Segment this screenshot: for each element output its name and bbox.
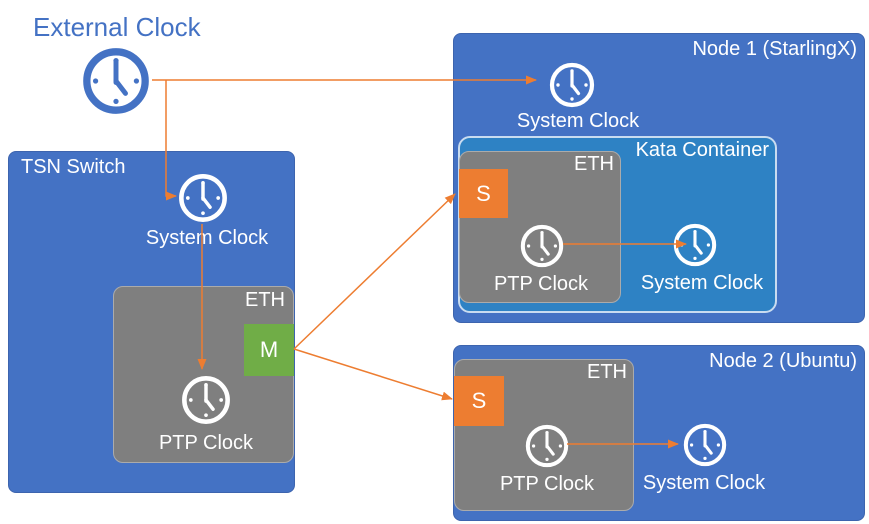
node1-slave-port-badge-letter: S — [476, 180, 491, 206]
external-clock-icon — [83, 48, 149, 114]
kata-container-title: Kata Container — [635, 139, 769, 161]
node1-ptp-clock-label: PTP Clock — [493, 273, 589, 295]
tsn-ptp-clock-icon — [182, 376, 230, 424]
kata-system-clock-icon — [673, 223, 717, 267]
node2-box: Node 2 (Ubuntu) ETH S PTP Clock — [453, 345, 865, 521]
node2-system-clock-label: System Clock — [642, 472, 766, 494]
node1-system-clock-icon — [549, 62, 595, 108]
node1-eth-label: ETH — [574, 153, 614, 175]
node2-system-clock-icon — [683, 423, 727, 467]
node2-slave-port-badge-letter: S — [471, 388, 487, 413]
arrow-master-to-node1-slave-port — [293, 193, 456, 350]
node1-ptp-clock-icon — [520, 224, 564, 268]
node2-eth-label: ETH — [587, 361, 627, 383]
tsn-switch-box: TSN Switch System Clock ETH M — [8, 151, 295, 493]
node2-ptp-clock-icon — [525, 424, 569, 468]
node2-slave-port-badge: S — [454, 376, 504, 426]
arrow-master-to-node2-slave-port — [293, 348, 453, 401]
node2-ptp-clock-label: PTP Clock — [499, 473, 595, 495]
node1-box: Node 1 (StarlingX) System Clock Kata Con… — [453, 33, 865, 323]
tsn-master-port-badge: M — [244, 324, 294, 376]
tsn-eth-box: ETH M PTP Clock — [113, 286, 294, 463]
node2-title: Node 2 (Ubuntu) — [709, 350, 857, 372]
node1-eth-box: ETH S PTP Clock — [459, 151, 621, 303]
tsn-master-port-badge-letter: M — [259, 337, 279, 362]
node1-system-clock-label: System Clock — [516, 110, 640, 132]
tsn-system-clock-icon — [179, 174, 227, 222]
tsn-ptp-clock-label: PTP Clock — [158, 432, 254, 454]
tsn-eth-label: ETH — [245, 289, 285, 311]
node1-title: Node 1 (StarlingX) — [692, 38, 857, 60]
tsn-switch-title: TSN Switch — [21, 156, 126, 178]
node1-slave-port-badge: S — [459, 169, 508, 218]
tsn-system-clock-label: System Clock — [145, 227, 269, 249]
external-clock-label: External Clock — [33, 12, 201, 42]
kata-system-clock-label: System Clock — [640, 272, 764, 294]
node2-eth-box: ETH S PTP Clock — [454, 359, 634, 511]
